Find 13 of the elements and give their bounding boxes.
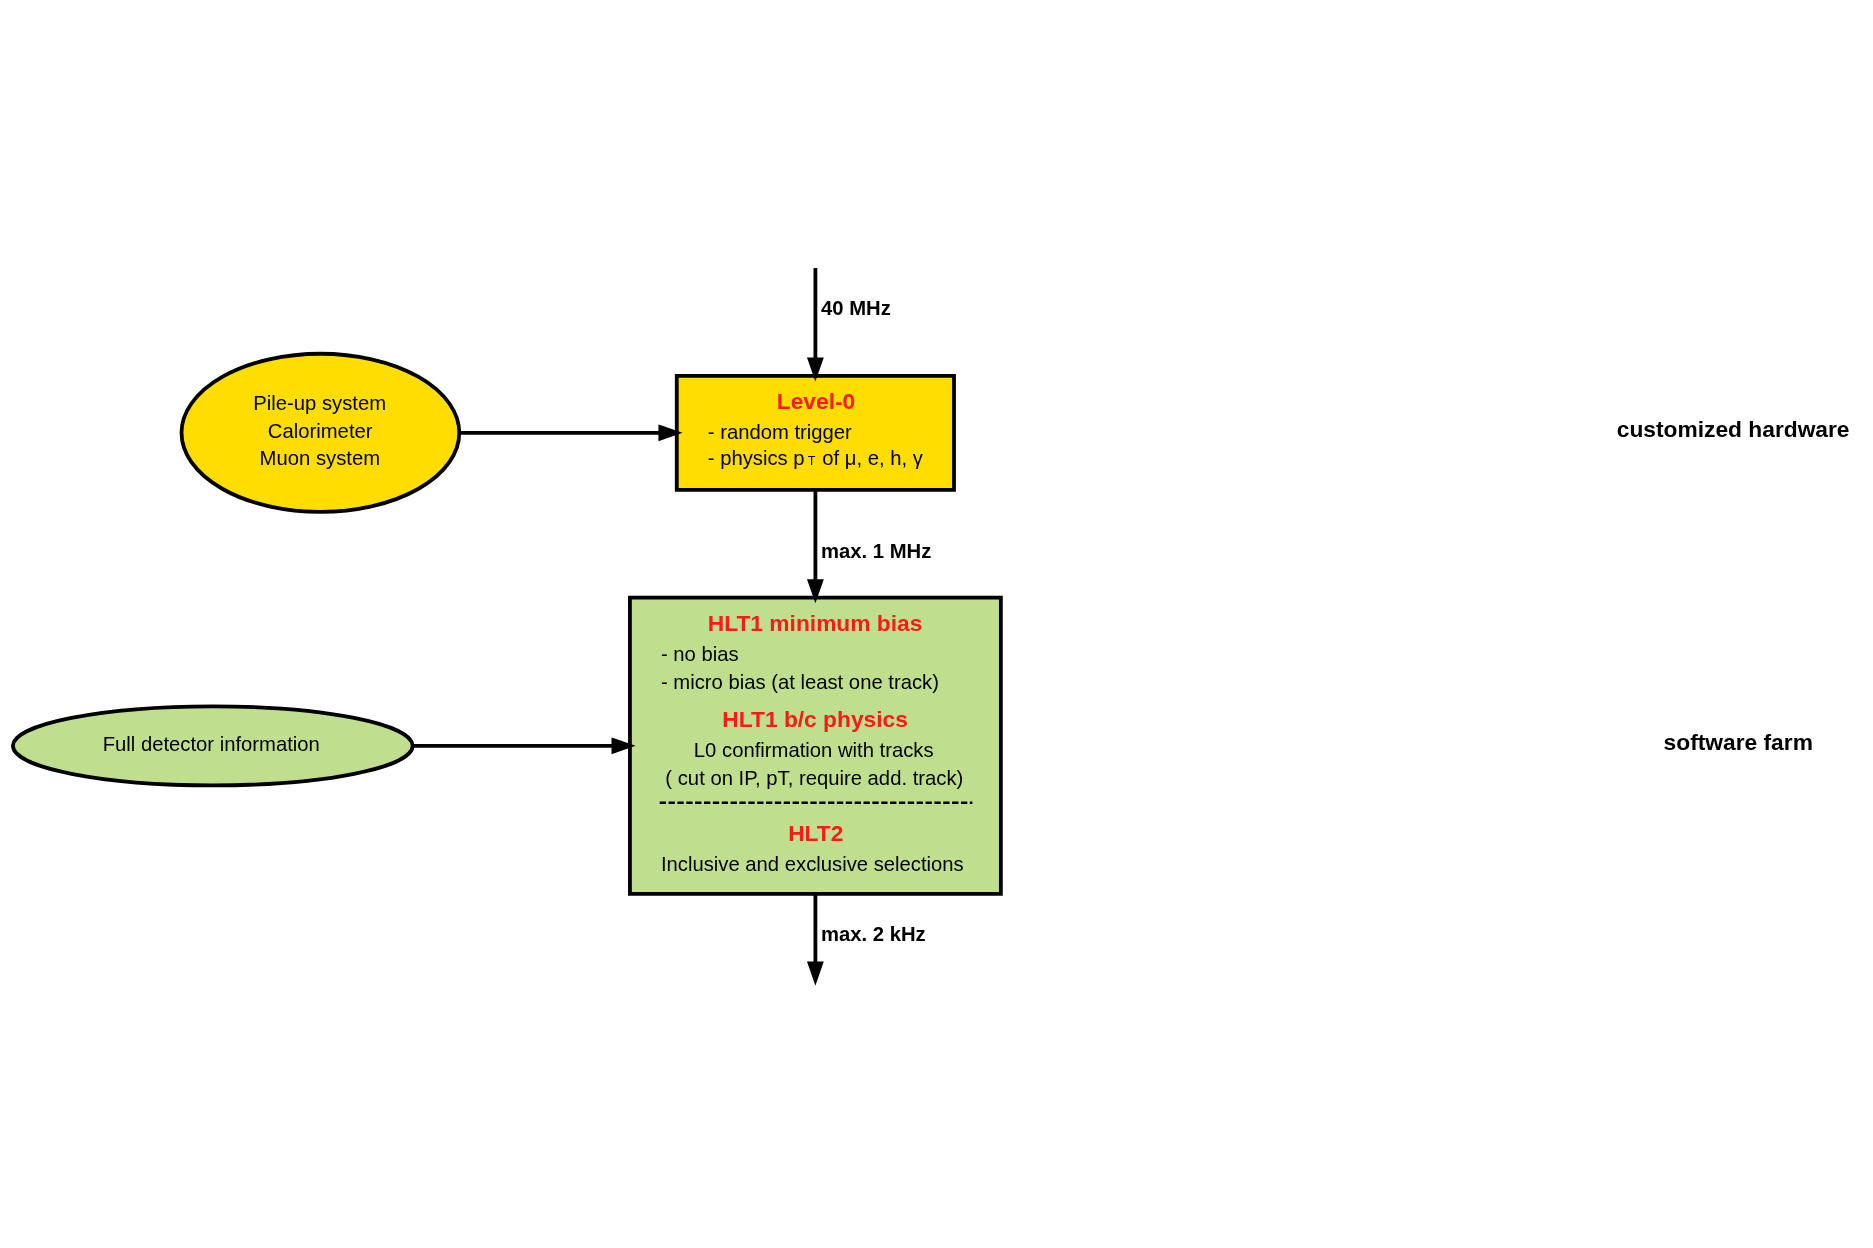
arrow (806, 268, 824, 382)
node-ellipse: Pile-up system Calorimeter Muon system (179, 351, 462, 514)
label: software farm (1663, 729, 1813, 756)
node-box: HLT1 minimum bias - no bias - micro bias (at least one track) HLT1 b/c physics L0 confirmation with tracks ( cut on IP, pT, require add. track) HLT2 Inclusive and exclusive selections (628, 595, 1003, 896)
label: customized hardware (1616, 416, 1850, 443)
edge-label: 40 MHz (821, 296, 891, 319)
node-ellipse: Full detector information (11, 704, 415, 788)
arrow (806, 489, 824, 604)
edge-label: max. 2 kHz (821, 922, 926, 945)
arrow (459, 424, 683, 442)
arrow (412, 737, 636, 755)
edge-label: max. 1 MHz (821, 540, 932, 563)
arrow (806, 893, 824, 986)
